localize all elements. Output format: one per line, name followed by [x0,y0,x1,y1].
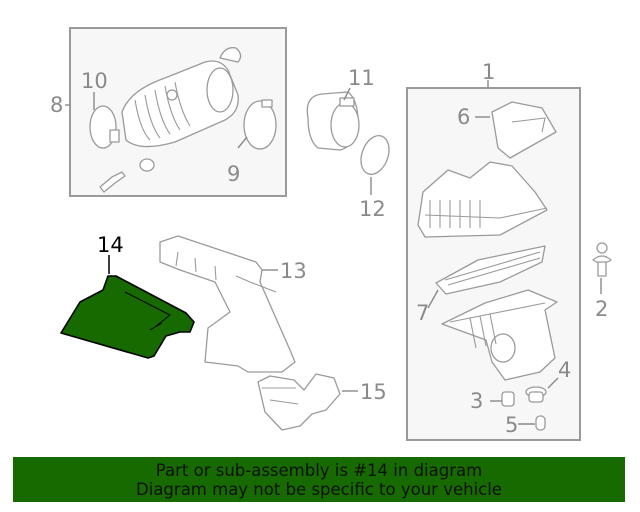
callout-4[interactable]: 4 [558,358,571,382]
callout-8[interactable]: 8 [50,93,63,117]
o-ring-12-part[interactable] [356,132,394,178]
callout-6[interactable]: 6 [457,105,470,129]
callout-3[interactable]: 3 [470,389,483,413]
air-inlet-duct-13-part[interactable] [159,235,296,373]
air-cleaner-upper-housing-part[interactable] [417,161,548,238]
leader-lines [65,80,602,425]
parts-diagram: 8 10 9 11 12 1 6 7 2 4 3 5 13 15 14 [50,27,612,441]
grommet-4-part[interactable] [525,386,547,403]
sensor-bolt-part[interactable] [99,171,126,193]
callout-7[interactable]: 7 [416,301,429,325]
air-cleaner-lower-housing-part[interactable] [441,289,558,381]
duct-elbow-15-part[interactable] [257,373,341,431]
diagram-notice-banner: Part or sub-assembly is #14 in diagram D… [13,457,625,502]
plug-5-part[interactable] [535,415,546,431]
callout-12[interactable]: 12 [359,197,386,221]
intake-hose-part[interactable] [121,47,242,148]
callout-9[interactable]: 9 [227,162,240,186]
air-deflector-14-part[interactable] [60,275,195,359]
notice-disclaimer-line: Diagram may not be specific to your vehi… [136,480,502,499]
callout-2[interactable]: 2 [595,297,608,321]
mass-airflow-sensor-part[interactable] [306,91,360,151]
callout-1[interactable]: 1 [482,60,495,84]
callout-13[interactable]: 13 [280,259,307,283]
callout-10[interactable]: 10 [81,69,108,93]
resonator-cover-part[interactable] [491,101,557,159]
air-filter-element-part[interactable] [435,245,546,295]
notice-part-line: Part or sub-assembly is #14 in diagram [155,461,483,480]
clamp-9-part[interactable] [243,99,277,150]
callout-11[interactable]: 11 [348,66,375,90]
callout-5[interactable]: 5 [505,413,518,437]
grommet-3-part[interactable] [501,391,515,407]
clamp-10-part[interactable] [89,105,120,149]
push-pin-part[interactable] [592,242,612,277]
callout-14-highlighted[interactable]: 14 [97,233,124,257]
small-clamp-part[interactable] [139,158,155,172]
callout-15[interactable]: 15 [360,380,387,404]
